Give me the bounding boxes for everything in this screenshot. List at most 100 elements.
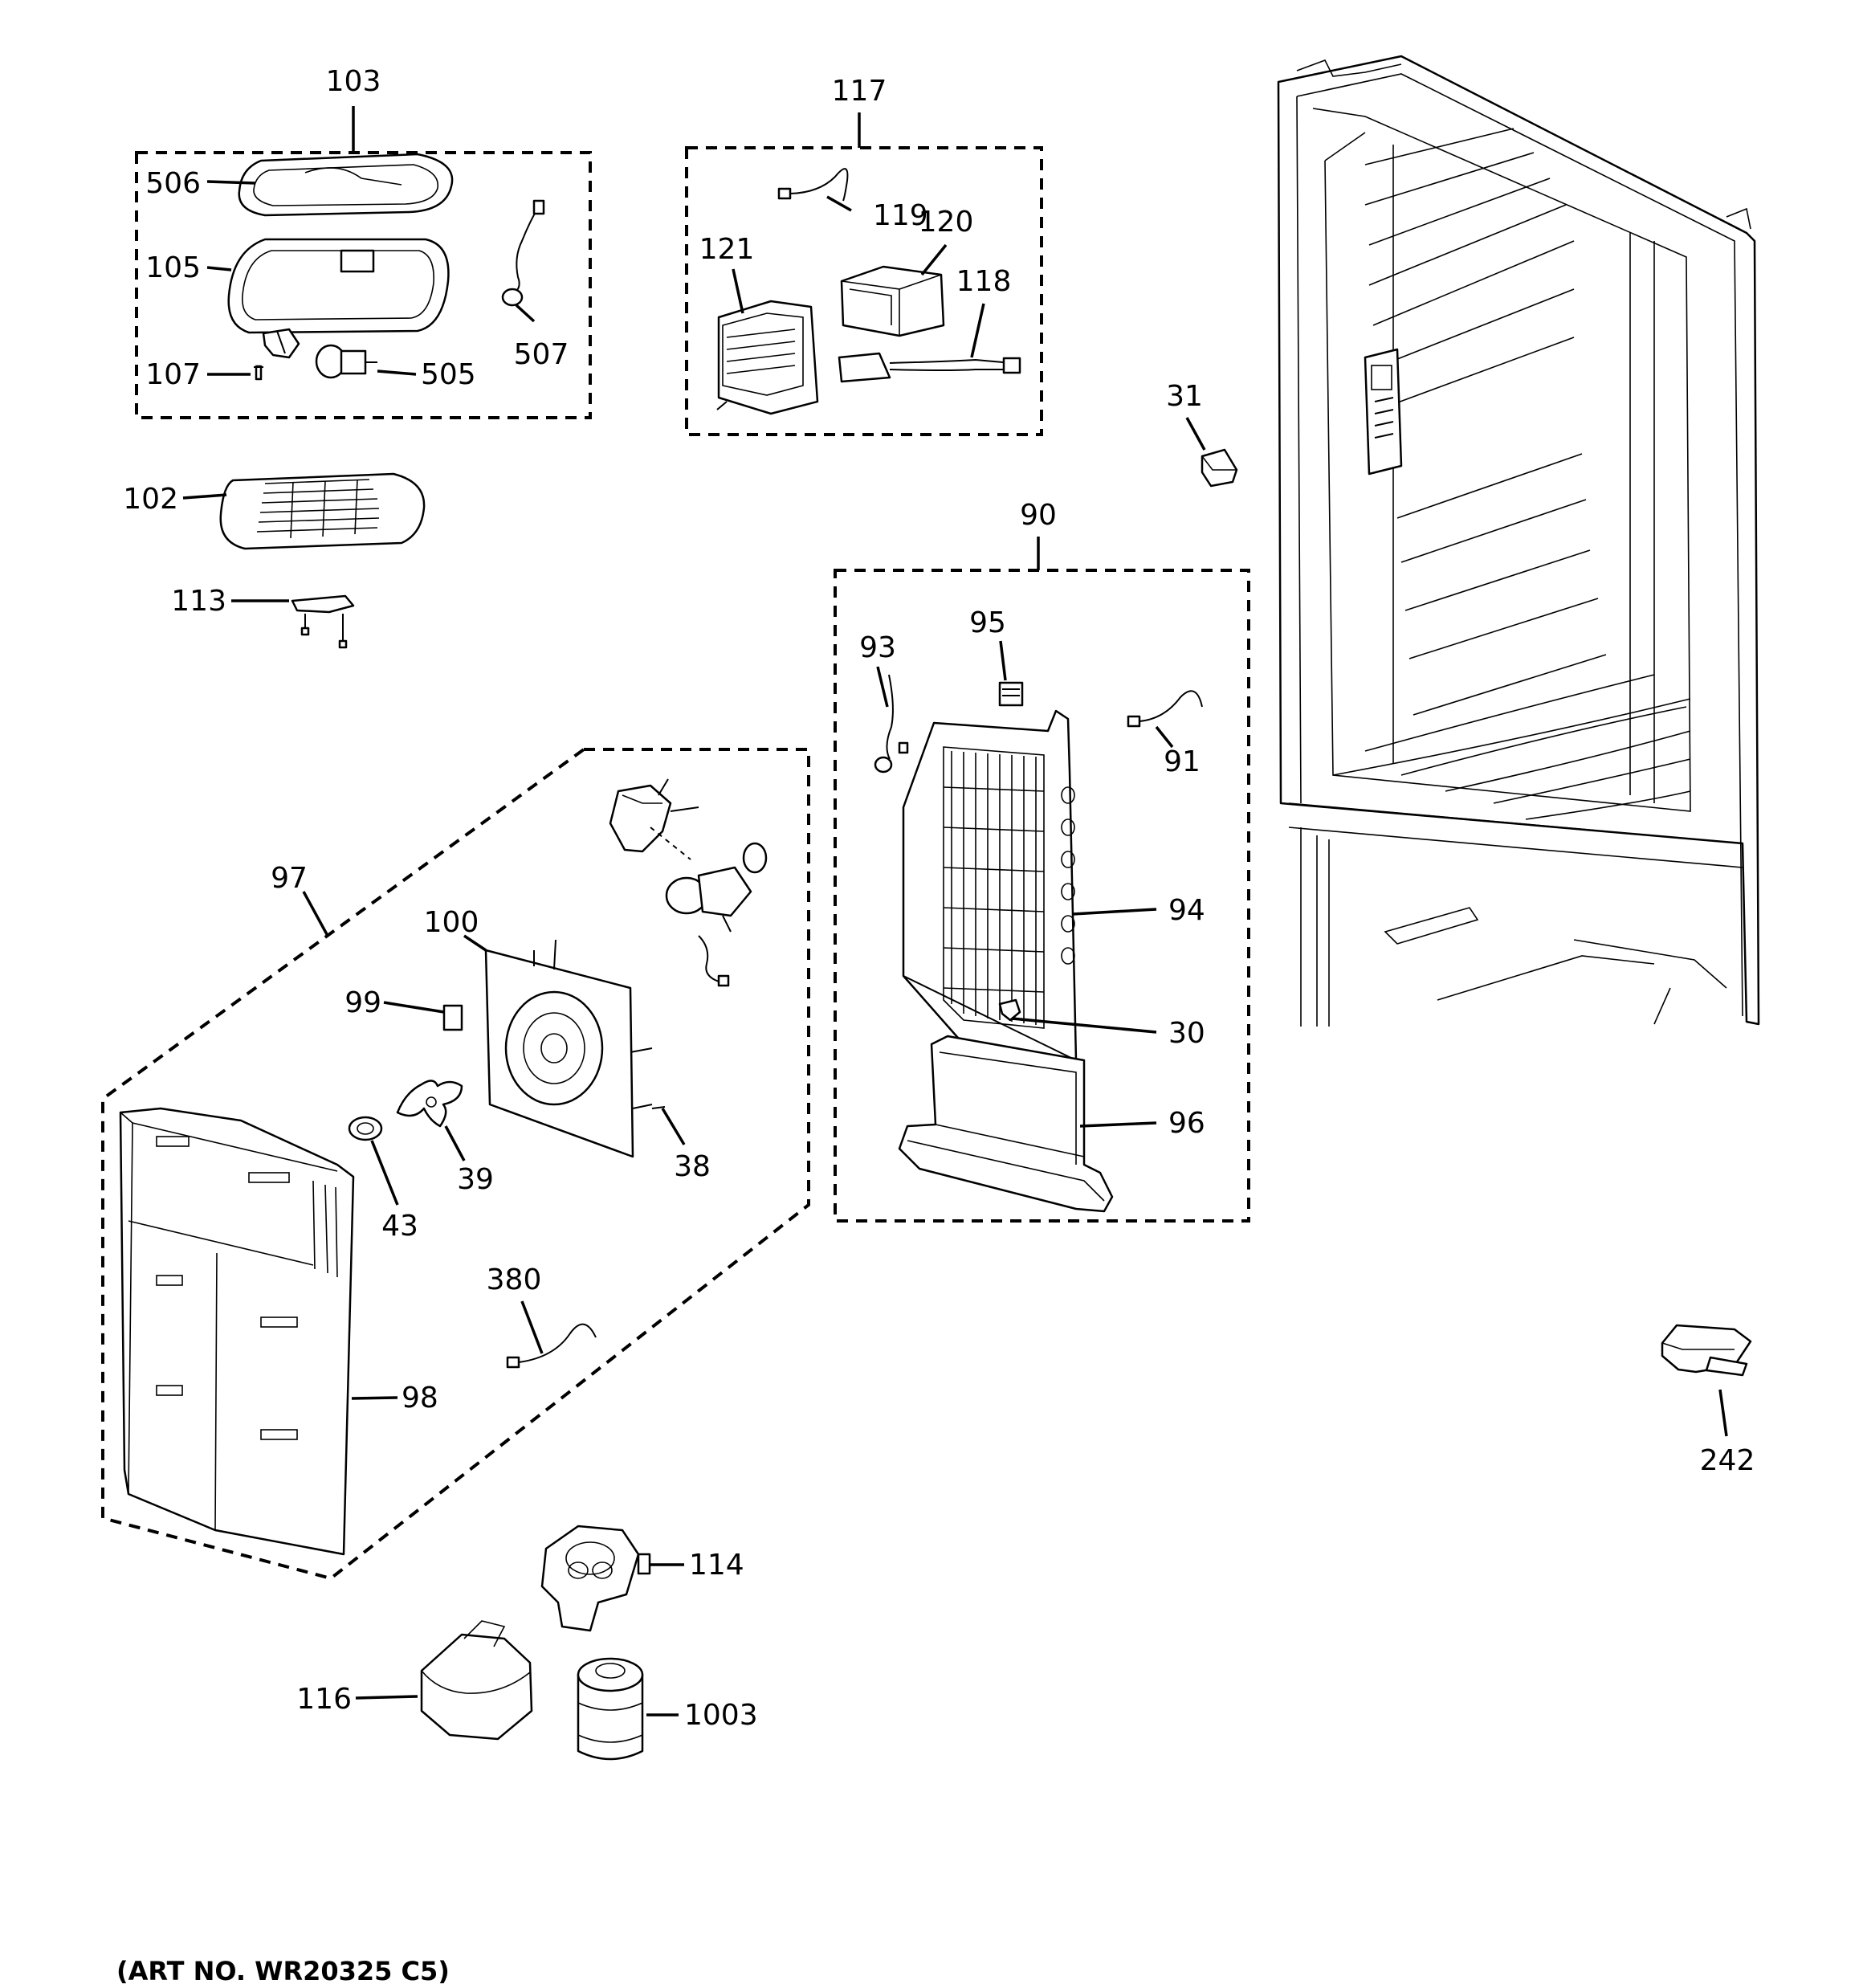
leader-120 — [920, 243, 948, 276]
leader-116 — [355, 1695, 418, 1700]
callout-120: 120 — [919, 206, 974, 239]
leader-105 — [206, 266, 232, 271]
callout-380: 380 — [487, 1263, 542, 1296]
leader-99 — [383, 1001, 445, 1014]
part-94-evaporator[interactable] — [902, 709, 1078, 1062]
part-507-sensor[interactable] — [501, 199, 545, 307]
group-90: 90 93 95 91 94 30 96 — [834, 499, 1250, 1223]
part-98-air-panel[interactable] — [119, 1107, 355, 1556]
callout-119: 119 — [873, 199, 928, 232]
callout-30: 30 — [1168, 1017, 1205, 1050]
callout-99: 99 — [344, 986, 381, 1019]
callout-105: 105 — [145, 251, 201, 284]
group-103-boundary — [135, 151, 592, 419]
leader-507 — [515, 304, 536, 323]
part-505-lamp-socket[interactable] — [315, 344, 377, 379]
leader-91 — [1155, 725, 1174, 749]
part-100-fan-shroud[interactable] — [484, 939, 653, 1158]
callout-39: 39 — [457, 1163, 494, 1196]
leader-39 — [444, 1125, 466, 1161]
callout-121: 121 — [699, 233, 755, 266]
leader-93 — [876, 666, 889, 708]
part-121-fan-housing[interactable] — [716, 300, 819, 415]
part-43-grommet[interactable] — [348, 1116, 383, 1141]
leader-380 — [520, 1300, 544, 1354]
leader-94 — [1072, 908, 1157, 916]
group-117-boundary — [685, 146, 1043, 436]
fresh-food-cabinet — [1277, 55, 1760, 1027]
leader-102 — [182, 493, 227, 500]
part-91-wire[interactable] — [1127, 690, 1203, 728]
part-96-cover[interactable] — [898, 1035, 1114, 1213]
callout-90: 90 — [1020, 499, 1057, 532]
callout-505: 505 — [421, 358, 476, 391]
part-30-clip[interactable] — [998, 998, 1021, 1022]
leader-100 — [463, 934, 487, 952]
leader-119 — [826, 195, 852, 212]
leader-242 — [1718, 1389, 1728, 1437]
leader-38 — [661, 1108, 686, 1145]
callout-507: 507 — [514, 338, 569, 371]
part-380-wire[interactable] — [506, 1323, 597, 1369]
part-105-frame[interactable] — [227, 238, 450, 334]
leader-118 — [970, 303, 985, 358]
callout-91: 91 — [1164, 745, 1201, 778]
leader-96 — [1079, 1121, 1157, 1128]
part-118-harness[interactable] — [838, 352, 1021, 383]
callout-117: 117 — [832, 75, 887, 108]
part-motor-wire[interactable] — [698, 935, 730, 987]
group-97: 97 100 99 39 43 38 98 380 — [101, 748, 810, 1581]
part-99-bracket[interactable] — [442, 1004, 463, 1031]
group-97-leader — [302, 891, 329, 937]
leader-121 — [732, 268, 744, 314]
part-38-screw[interactable] — [651, 1106, 666, 1109]
part-242-plug[interactable] — [1661, 1324, 1752, 1377]
art-number: (ART NO. WR20325 C5) — [116, 1956, 450, 1986]
part-119-wire[interactable] — [777, 168, 849, 202]
part-fan-motor-bracket[interactable] — [609, 778, 699, 860]
callout-96: 96 — [1168, 1107, 1205, 1140]
callout-242: 242 — [1700, 1444, 1755, 1477]
part-95-fuse[interactable] — [998, 681, 1024, 707]
callout-103: 103 — [326, 65, 381, 98]
callout-116: 116 — [296, 1683, 352, 1716]
callout-102: 102 — [123, 483, 178, 516]
callout-94: 94 — [1168, 894, 1205, 927]
leader-95 — [999, 640, 1007, 681]
callout-31: 31 — [1166, 380, 1203, 413]
group-103: 103 506 105 107 505 507 — [135, 65, 592, 419]
part-107-screw[interactable] — [254, 365, 263, 381]
callout-93: 93 — [859, 631, 896, 664]
part-506-cover[interactable] — [238, 153, 454, 217]
callout-118: 118 — [956, 265, 1012, 298]
part-1003-water-filter[interactable] — [577, 1657, 644, 1761]
callout-97: 97 — [271, 862, 308, 895]
callout-114: 114 — [689, 1549, 744, 1582]
callout-113: 113 — [171, 585, 226, 618]
part-39-fan-blade[interactable] — [396, 1080, 463, 1128]
leader-30 — [1011, 1017, 1157, 1034]
part-switch[interactable] — [262, 328, 300, 359]
callout-95: 95 — [969, 606, 1006, 639]
leader-43 — [370, 1140, 399, 1206]
callout-38: 38 — [674, 1150, 711, 1183]
part-116-filter-cap[interactable] — [420, 1620, 533, 1741]
leader-506 — [206, 180, 256, 185]
callout-1003: 1003 — [684, 1699, 758, 1732]
callout-98: 98 — [402, 1382, 438, 1414]
leader-505 — [377, 369, 417, 376]
group-117: 117 119 120 121 118 — [685, 75, 1043, 436]
callout-107: 107 — [145, 358, 201, 391]
callout-100: 100 — [424, 906, 479, 939]
part-31-clip[interactable] — [1201, 448, 1238, 488]
group-90-boundary — [834, 569, 1250, 1223]
part-114-filter-housing[interactable] — [540, 1525, 651, 1632]
callout-506: 506 — [145, 167, 201, 200]
part-120-box[interactable] — [840, 265, 945, 337]
part-fan-motor[interactable] — [665, 842, 768, 933]
part-93-wire[interactable] — [874, 674, 909, 774]
leader-31 — [1185, 417, 1206, 451]
part-102-grille[interactable] — [219, 472, 426, 550]
part-113-bracket[interactable] — [291, 594, 355, 649]
